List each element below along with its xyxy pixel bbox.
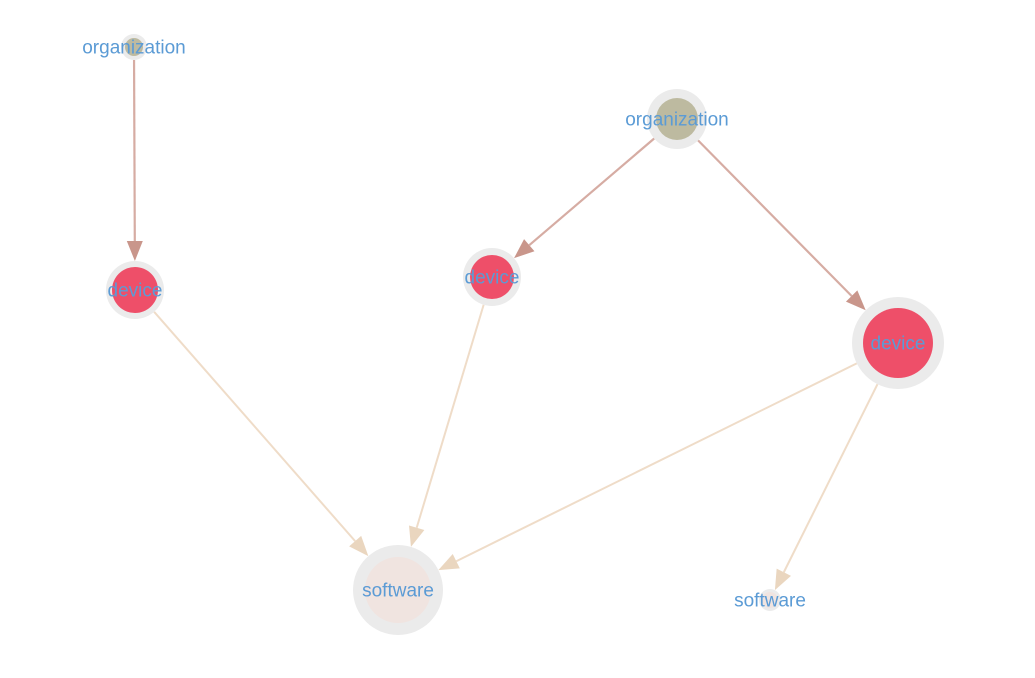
- edges-layer: [126, 59, 879, 591]
- organization-node-icon: [125, 38, 143, 56]
- arrowhead-icon: [438, 554, 460, 571]
- node-organization-org2[interactable]: organization: [625, 89, 729, 149]
- node-device-dev2[interactable]: device: [463, 248, 521, 306]
- device-node-icon: [863, 308, 933, 378]
- edge-line: [132, 59, 136, 242]
- organization-node-icon: [656, 98, 698, 140]
- arrowhead-icon: [409, 525, 425, 547]
- edge-org2-to-dev2[interactable]: [514, 137, 655, 259]
- device-node-icon: [470, 255, 514, 299]
- edge-line: [697, 139, 853, 297]
- node-organization-org1[interactable]: organization: [82, 34, 186, 60]
- edge-dev2-to-sw1[interactable]: [409, 304, 485, 547]
- node-software-sw2[interactable]: software: [734, 589, 806, 612]
- arrowhead-icon: [126, 240, 143, 262]
- edge-line: [415, 304, 485, 529]
- edge-dev3-to-sw1[interactable]: [438, 362, 858, 571]
- edge-line: [455, 362, 858, 563]
- edge-dev1-to-sw1[interactable]: [153, 311, 369, 557]
- edge-line: [782, 383, 879, 573]
- software-node-icon: [365, 557, 431, 623]
- edge-dev3-to-sw2[interactable]: [774, 383, 879, 591]
- arrowhead-icon: [845, 290, 866, 311]
- device-node-icon: [112, 267, 158, 313]
- arrowhead-icon: [349, 535, 369, 557]
- node-device-dev3[interactable]: device: [852, 297, 944, 389]
- edge-line: [153, 311, 356, 542]
- nodes-layer: organization organization device device devi…: [82, 34, 944, 635]
- node-software-sw1[interactable]: software: [353, 545, 443, 635]
- edge-org2-to-dev3[interactable]: [697, 139, 866, 311]
- arrowhead-icon: [774, 568, 791, 591]
- edge-line: [528, 137, 655, 247]
- node-device-dev1[interactable]: device: [106, 261, 164, 319]
- arrowhead-icon: [514, 239, 535, 259]
- edge-org1-to-dev1[interactable]: [126, 59, 143, 262]
- software-node-icon: [762, 592, 778, 608]
